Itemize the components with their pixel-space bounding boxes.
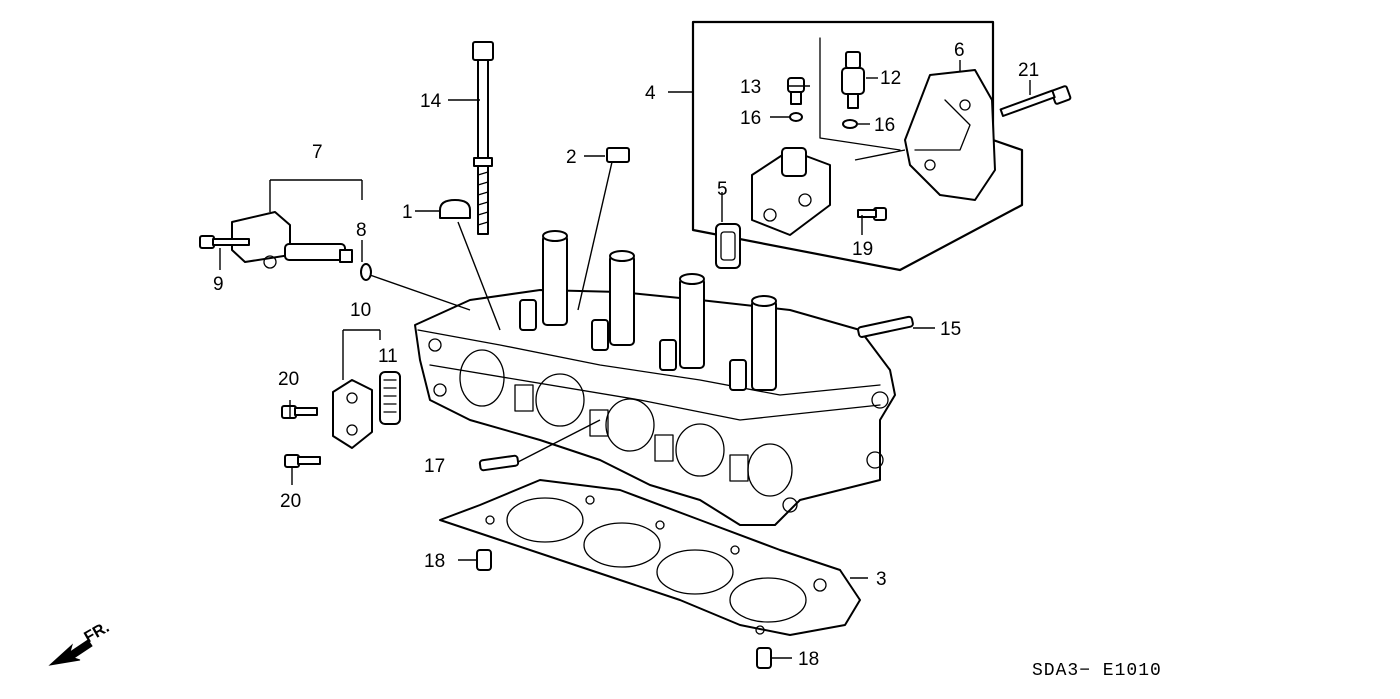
filter-housing xyxy=(332,379,373,449)
diagram-code: SDA3− E1010 xyxy=(1032,661,1162,681)
label-part-20a: 20 xyxy=(278,369,299,390)
head-gasket xyxy=(439,479,861,636)
label-part-19: 19 xyxy=(852,239,873,260)
plug-washer xyxy=(789,112,803,122)
stud-bolt-upper xyxy=(857,315,914,338)
plug-bolt xyxy=(787,77,805,105)
label-part-20b: 20 xyxy=(280,491,301,512)
o-ring xyxy=(360,263,372,281)
pressure-switch xyxy=(841,51,865,109)
dowel-pin-lower xyxy=(756,647,772,669)
filter-screen xyxy=(379,371,401,425)
sealing-cap xyxy=(439,199,471,219)
cylinder-head xyxy=(414,230,896,526)
label-part-16b: 16 xyxy=(874,115,895,136)
label-part-16a: 16 xyxy=(740,108,761,129)
label-part-14: 14 xyxy=(420,91,442,112)
label-part-9: 9 xyxy=(213,274,224,295)
label-part-5: 5 xyxy=(717,179,728,200)
front-direction-marker: FR. xyxy=(48,619,112,666)
label-part-17: 17 xyxy=(424,456,445,477)
label-part-3: 3 xyxy=(876,569,887,590)
label-part-8: 8 xyxy=(356,220,367,241)
small-bolt xyxy=(857,207,887,221)
valve-tower-1 xyxy=(542,230,568,326)
spool-bolt xyxy=(199,235,250,249)
sensor-washer xyxy=(842,119,858,129)
label-part-11: 11 xyxy=(378,346,398,367)
label-part-18b: 18 xyxy=(798,649,819,670)
flange-bolt-lower xyxy=(284,454,321,468)
label-part-6: 6 xyxy=(954,40,965,61)
sub-assembly-boundary xyxy=(819,37,901,151)
label-part-21: 21 xyxy=(1018,60,1039,81)
stud-bolt-lower xyxy=(478,454,520,472)
clip xyxy=(606,147,630,163)
solenoid-valve xyxy=(751,147,831,236)
bracket xyxy=(904,69,996,201)
front-arrow-icon xyxy=(48,639,93,666)
valve-tower-4 xyxy=(751,295,777,391)
head-bolt xyxy=(472,41,494,235)
solenoid-gasket xyxy=(715,223,741,269)
spool-valve-assembly xyxy=(231,211,353,269)
label-part-7: 7 xyxy=(312,142,323,163)
valve-tower-2 xyxy=(609,250,635,346)
label-part-18a: 18 xyxy=(424,551,445,572)
label-part-1: 1 xyxy=(402,202,413,223)
label-part-15: 15 xyxy=(940,319,961,340)
part-labels: 1 2 3 4 5 6 7 8 9 10 11 12 13 14 15 16 1… xyxy=(213,40,1039,670)
bracket-bolt xyxy=(999,85,1072,117)
label-part-13: 13 xyxy=(740,77,761,98)
label-part-10: 10 xyxy=(350,300,371,321)
label-part-2: 2 xyxy=(566,147,577,168)
leader-lines xyxy=(219,60,1031,659)
dowel-pin-upper xyxy=(476,549,492,571)
flange-bolt-upper xyxy=(281,405,318,419)
label-part-12: 12 xyxy=(880,68,901,89)
label-part-4: 4 xyxy=(645,83,656,104)
valve-tower-3 xyxy=(679,273,705,369)
